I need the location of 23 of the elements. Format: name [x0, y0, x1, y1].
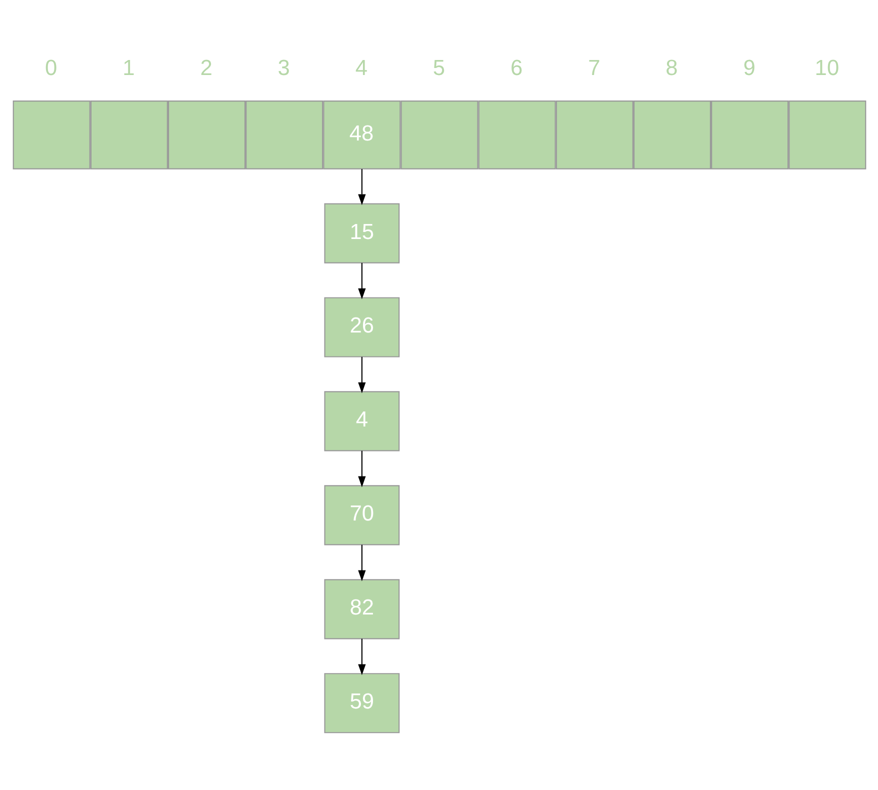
node-label: 7 [588, 54, 600, 80]
arrow [358, 450, 366, 488]
node-label: 10 [814, 54, 839, 80]
node-label: 3 [277, 54, 290, 80]
node-box: 4 [324, 391, 400, 452]
node-label: 9 [742, 54, 755, 80]
node-label: 8 [665, 54, 678, 80]
node-box: 70 [324, 485, 400, 546]
arrow [358, 356, 366, 394]
node-box: 82 [324, 579, 400, 640]
arrow [358, 169, 366, 206]
node-label: 2 [200, 54, 212, 80]
node-box: 59 [324, 673, 400, 734]
node-label: 6 [510, 54, 522, 80]
node-label: 1 [122, 54, 134, 80]
node-label: 5 [432, 54, 445, 80]
node-box: 15 [324, 203, 400, 264]
arrow [358, 262, 366, 300]
arrow [358, 638, 366, 676]
arrow [358, 544, 366, 582]
node-box: 26 [324, 297, 400, 358]
node-label: 0 [44, 54, 57, 80]
node-label: 4 [354, 54, 368, 80]
